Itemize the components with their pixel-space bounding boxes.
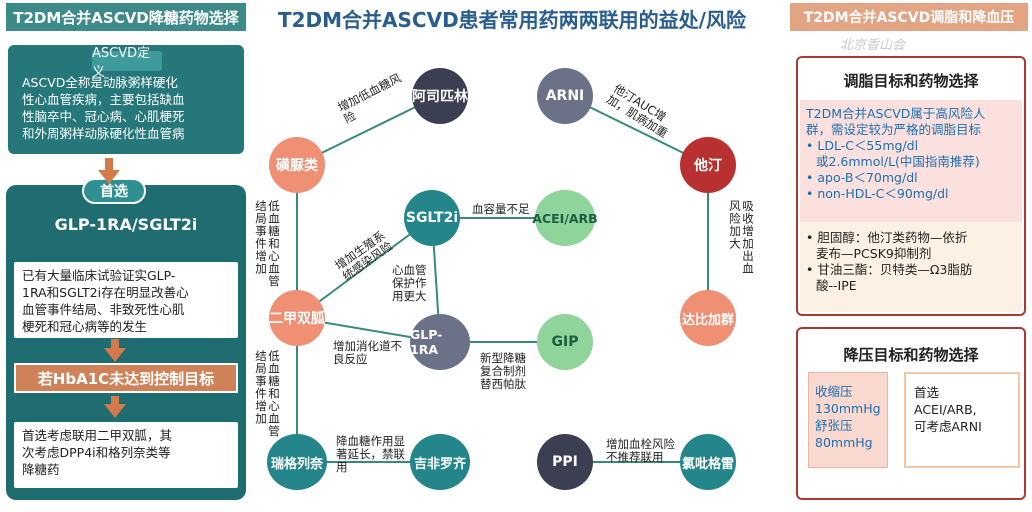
bp-drug-box: 首选 ACEI/ARB, 可考虑ARNI (904, 372, 1020, 468)
diagram-title: T2DM合并ASCVD患者常用药两两联用的益处/风险 (277, 8, 746, 32)
node-gemfibrozil: 吉非罗齐 (410, 434, 470, 490)
bp-target-line: 80mmHg (815, 435, 873, 450)
label-sulf-met: 低血糖和心血管结局事件增加 (254, 200, 281, 288)
label-met-rep: 低血糖和心血管结局事件增加 (254, 350, 281, 438)
lipid-target-text: T2DM合并ASCVD属于高风险人 群，需设定较为严格的调脂目标 • LDL-C… (806, 106, 1020, 202)
watermark-logo: 北京香山会 (840, 38, 906, 53)
lipid-drug-item: • 胆固醇：他汀类药物—依折 (806, 230, 968, 245)
bp-drug-line: 可考虑ARNI (914, 419, 982, 434)
bp-target-box: 收缩压 130mmHg 舒张压 80mmHg (808, 372, 888, 468)
evidence-line: 梗死和冠心病等的发生 (22, 319, 148, 334)
lipid-drug-item: • 甘油三酯：贝特类—Ω3脂肪 (806, 262, 973, 277)
node-clopidogrel: 氯吡格雷 (680, 434, 736, 490)
down-arrow-icon (98, 170, 120, 184)
node-metformin: 二甲双胍 (269, 290, 325, 346)
left-header: T2DM合并ASCVD降糖药物选择 (6, 3, 246, 31)
node-statin: 他汀 (680, 137, 736, 193)
bp-target-line: 舒张压 (815, 418, 853, 433)
arrow-stem (111, 339, 119, 349)
bp-target-line: 收缩压 (815, 384, 853, 399)
node-dabigatran: 达比加群 (680, 290, 736, 346)
arrow-stem (105, 158, 113, 172)
lipid-title: 调脂目标和药物选择 (843, 72, 979, 90)
next-line: 降糖药 (22, 462, 60, 477)
node-gip: GIP (537, 314, 593, 370)
definition-line: 性脑卒中、冠心病、心肌梗死 (22, 109, 185, 124)
lipid-target-item: 或2.6mmol/L(中国指南推荐) (816, 154, 980, 169)
lipid-drug-item: 麦布—PCSK9抑制剂 (816, 246, 932, 261)
definition-line: ASCVD全称是动脉粥样硬化 (22, 75, 178, 90)
node-sglt2i: SGLT2i (404, 190, 460, 246)
evidence-line: 已有大量临床试验证实GLP- (22, 268, 176, 283)
down-arrow-icon (104, 404, 126, 418)
bp-title: 降压目标和药物选择 (843, 346, 979, 364)
lipid-target-area (800, 100, 1022, 222)
lipid-target-item: • non-HDL-C＜90mg/dl (806, 186, 949, 201)
node-aspirin: 阿司匹林 (412, 68, 468, 124)
ascvd-definition-text: ASCVD全称是动脉粥样硬化 性心血管疾病，主要包括缺血 性脑卒中、冠心病、心肌… (22, 74, 236, 142)
definition-line: 性心血管疾病，主要包括缺血 (22, 92, 185, 107)
lipid-drug-area (800, 222, 1022, 312)
lipid-intro-line: 群，需设定较为严格的调脂目标 (806, 122, 982, 137)
bp-target-line: 130mmHg (815, 401, 881, 416)
lipid-target-item: • LDL-C＜55mg/dl (806, 138, 919, 153)
lipid-intro-line: T2DM合并ASCVD属于高风险人 (806, 106, 986, 121)
evidence-line: 血管事件结局、非致死性心肌 (22, 302, 185, 317)
lipid-drug-text: • 胆固醇：他汀类药物—依折 麦布—PCSK9抑制剂 • 甘油三酯：贝特类—Ω3… (806, 230, 1020, 294)
down-arrow-icon (104, 348, 126, 362)
label-rep-gem: 降血糖作用显著延长，禁联用 (336, 434, 405, 474)
label-sglt2-glp1: 心血管保护作用更大 (392, 263, 427, 303)
node-arni: ARNI (537, 68, 593, 124)
label-sglt2-acei: 血容量不足 (472, 202, 530, 216)
label-statin-dab: 吸收增加出血风险加大 (728, 200, 755, 275)
hba1c-bar: 若HbA1C未达到控制目标 (14, 363, 238, 393)
preferred-drugs: GLP-1RA/SGLT2i (54, 215, 198, 234)
node-sulfonylurea: 磺脲类 (269, 137, 325, 193)
next-line: 首选考虑联用二甲双胍，其 (22, 428, 173, 443)
evidence-box: 已有大量临床试验证实GLP- 1RA和SGLT2i存在明显改善心 血管事件结局、… (14, 262, 238, 338)
next-line: 次考虑DPP4i和格列奈类等 (22, 445, 171, 460)
evidence-line: 1RA和SGLT2i存在明显改善心 (22, 285, 189, 300)
label-ppi-clop: 增加血栓风险不推荐联用 (606, 437, 675, 464)
arrow-stem (111, 396, 119, 406)
lipid-target-item: • apo-B＜70mg/dl (806, 170, 918, 185)
label-gip-glp1: 新型降糖复合制剂替西帕肽 (480, 351, 526, 391)
lipid-drug-item: 酸--IPE (816, 278, 857, 293)
node-glp1ra: GLP-1RA (410, 314, 470, 370)
definition-line: 和外周粥样动脉硬化性血管病 (22, 126, 185, 141)
bp-drug-line: ACEI/ARB, (914, 402, 977, 417)
label-met-glp1: 增加消化道不良反应 (333, 339, 402, 366)
node-ppi: PPI (537, 434, 593, 490)
right-header: T2DM合并ASCVD调脂和降血压 (790, 3, 1028, 31)
next-step-box: 首选考虑联用二甲双胍，其 次考虑DPP4i和格列奈类等 降糖药 (14, 422, 238, 488)
node-acei-arb: ACEI/ARB (532, 190, 598, 246)
bp-drug-line: 首选 (914, 385, 940, 400)
node-repaglinide: 瑞格列奈 (267, 434, 327, 490)
